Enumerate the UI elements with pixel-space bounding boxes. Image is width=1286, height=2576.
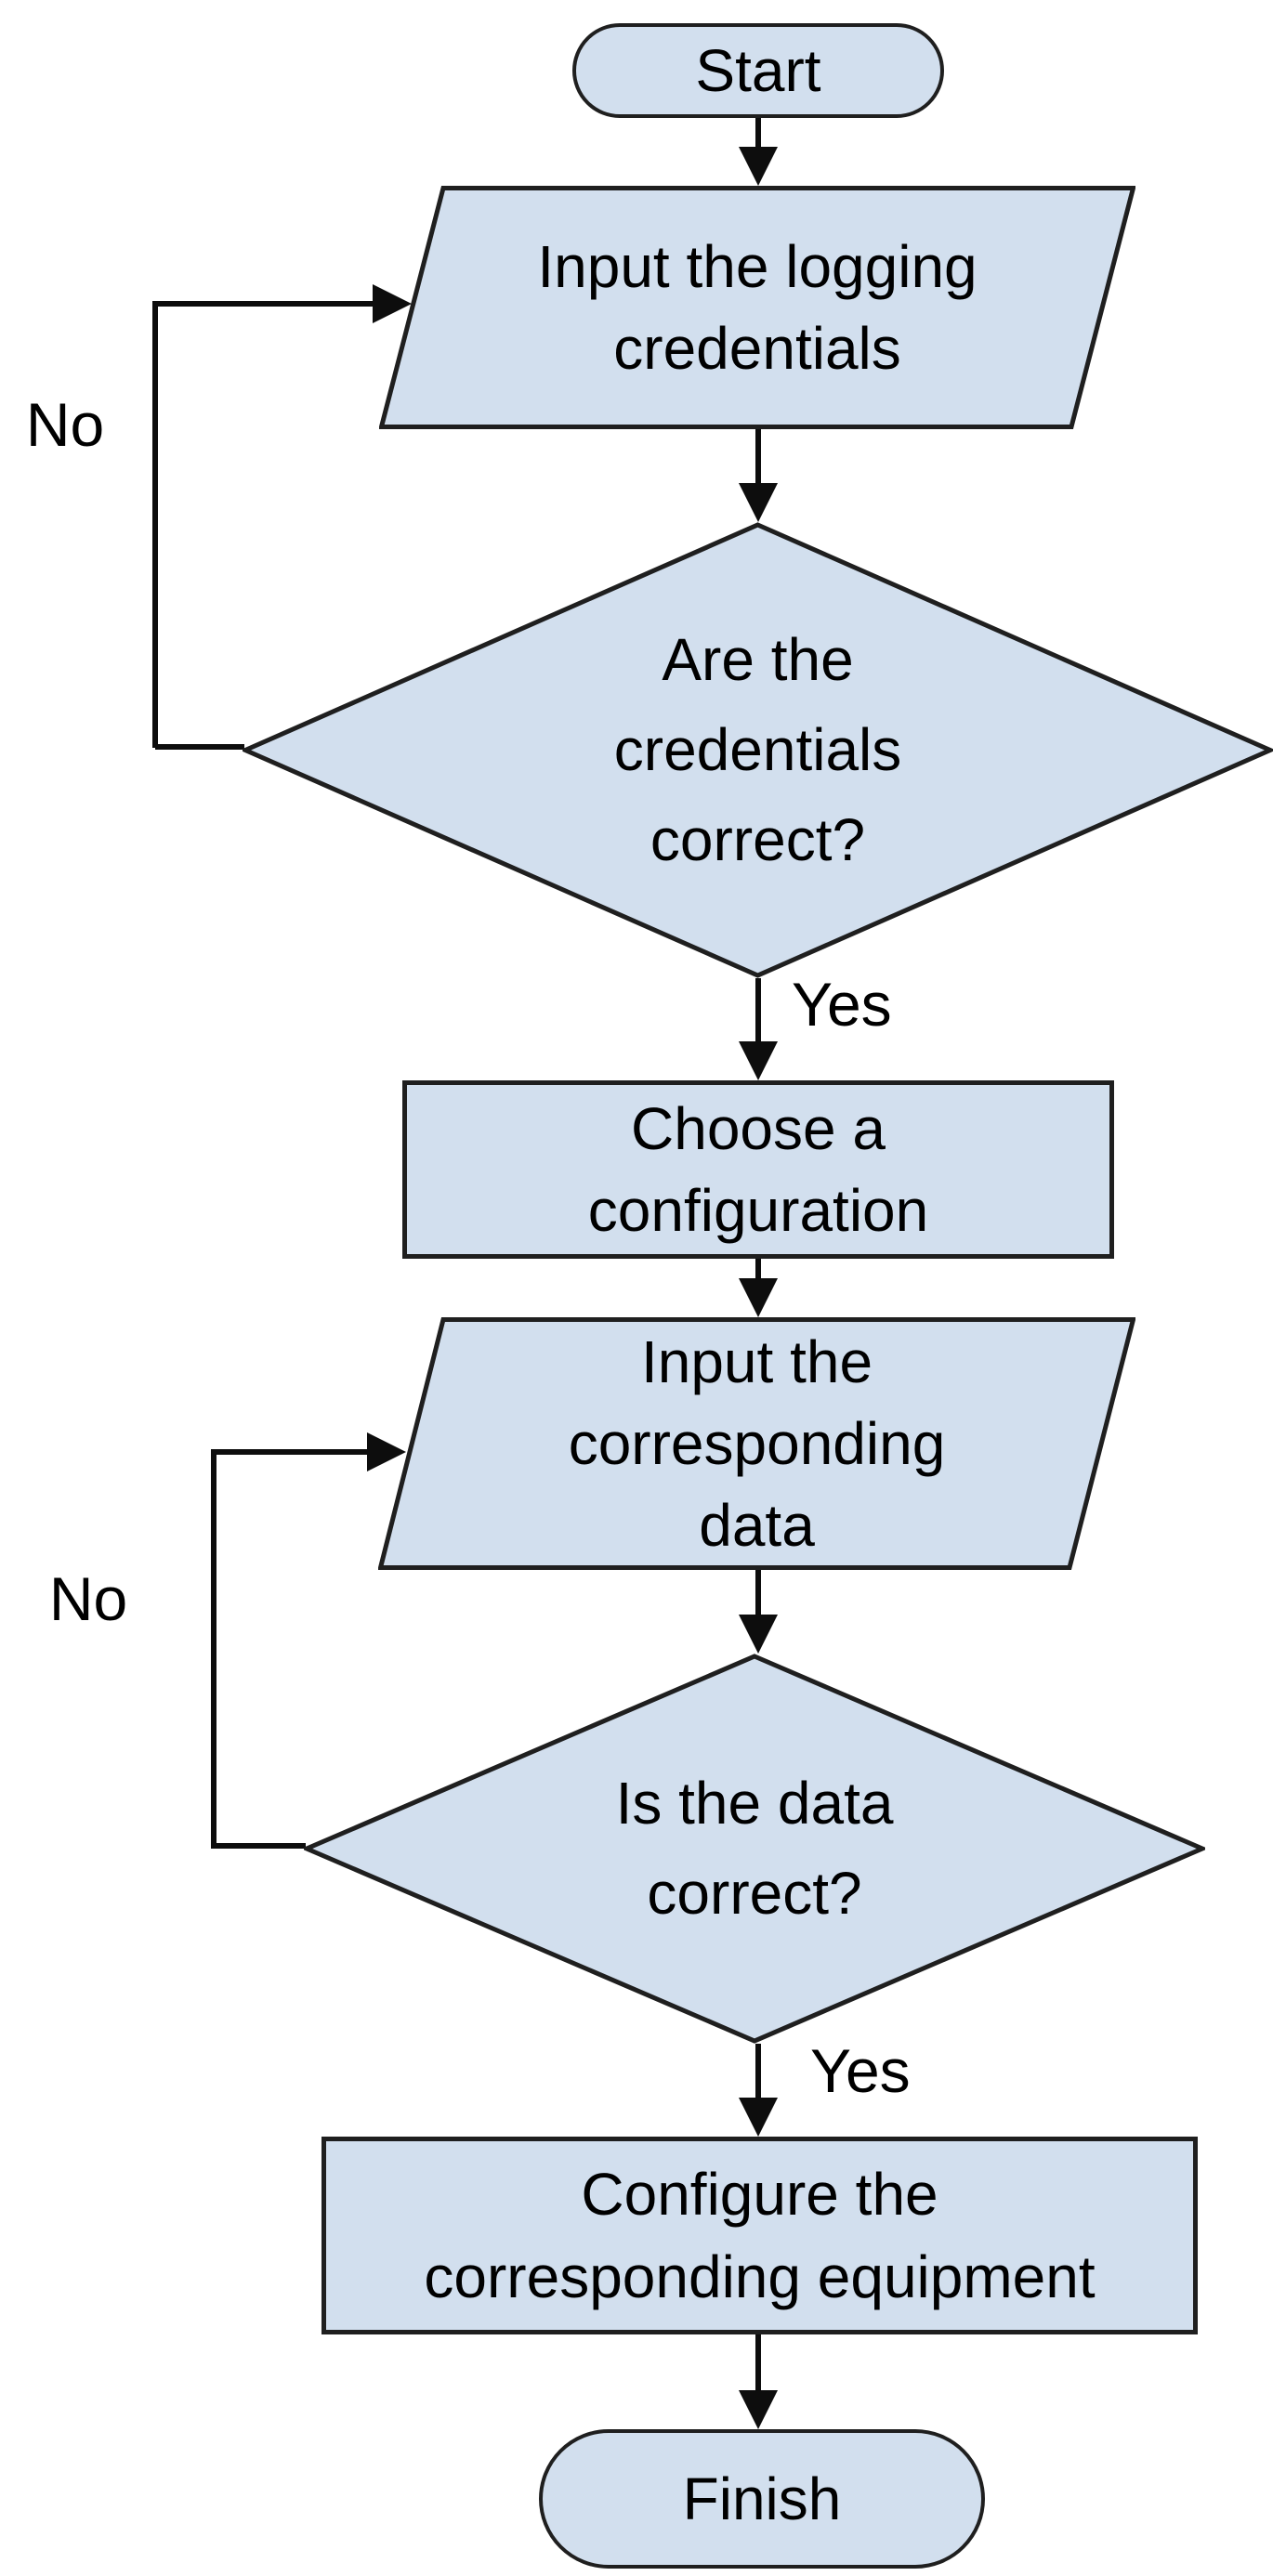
arrowhead-down-icon — [739, 1041, 778, 1080]
arrowhead-down-icon — [739, 2390, 778, 2429]
arrowhead-down-icon — [739, 147, 778, 186]
arrowhead-down-icon — [739, 2098, 778, 2137]
arrowhead-down-icon — [739, 1278, 778, 1317]
diamond-shape — [243, 522, 1273, 978]
flowchart-node-configure-equipment: Configure the corresponding equipment — [322, 2137, 1198, 2334]
edge-label-data-no: No — [48, 1564, 128, 1633]
diamond-shape — [304, 1654, 1205, 2044]
edge-credentials-no-segment — [152, 301, 158, 748]
flowchart-node-data-correct: Is the data correct? — [304, 1654, 1205, 2044]
edge-label-credentials-no: No — [25, 390, 105, 459]
parallelogram-shape — [379, 186, 1135, 429]
flowchart-node-choose-configuration: Choose a configuration — [402, 1080, 1114, 1259]
flowchart-node-input-credentials: Input the logging credentials — [379, 186, 1135, 429]
arrowhead-down-icon — [739, 1615, 778, 1654]
edge-data-segment — [755, 1570, 761, 1618]
node-label-choose-configuration: Choose a configuration — [587, 1094, 929, 1244]
edge-start-segment — [755, 118, 761, 152]
arrowhead-right-icon — [367, 1432, 406, 1471]
flowchart-node-credentials-correct: Are the credentials correct? — [243, 522, 1273, 978]
flowchart-node-finish: Finish — [539, 2429, 985, 2569]
edge-data-no-segment — [214, 1449, 372, 1455]
edge-configuration-segment — [755, 1259, 761, 1285]
node-label-input-data: Input the corresponding data — [568, 1327, 946, 1560]
parallelogram-shape — [378, 1317, 1135, 1570]
arrowhead-right-icon — [373, 284, 412, 323]
edge-credentials-no-segment — [155, 301, 376, 307]
flowchart-node-start: Start — [572, 23, 944, 118]
flowchart-node-input-data: Input the corresponding data — [378, 1317, 1135, 1570]
edge-label-data-yes: Yes — [810, 2036, 911, 2105]
node-label-data-correct: Is the data correct? — [615, 1769, 894, 1927]
edge-data-no-segment — [214, 1843, 306, 1849]
edge-credentials-yes-segment — [755, 978, 761, 1045]
edge-label-credentials-yes: Yes — [792, 970, 892, 1039]
edge-data-yes-segment — [755, 2044, 761, 2101]
node-label-input-credentials: Input the logging credentials — [537, 232, 978, 382]
edge-credentials-segment — [755, 429, 761, 487]
node-label-configure-equipment: Configure the corresponding equipment — [424, 2161, 1096, 2310]
node-label-start: Start — [695, 36, 821, 104]
edge-finish-segment — [755, 2334, 761, 2396]
arrowhead-down-icon — [739, 483, 778, 522]
node-label-finish: Finish — [682, 2465, 842, 2532]
edge-credentials-no-segment — [155, 744, 244, 750]
edge-data-no-segment — [211, 1449, 217, 1849]
node-label-credentials-correct: Are the credentials correct? — [613, 625, 902, 874]
